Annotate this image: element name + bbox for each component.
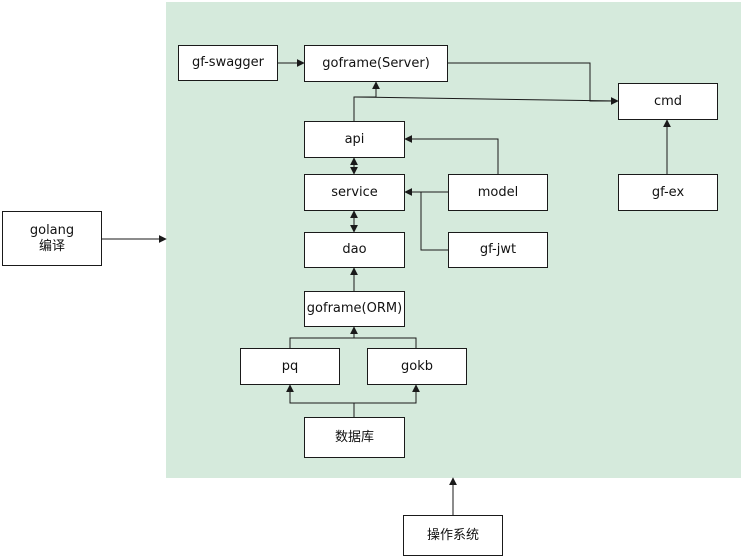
os-label: 操作系统 bbox=[426, 527, 479, 543]
os-box[interactable]: 操作系统 bbox=[403, 515, 503, 556]
gokb-label: gokb bbox=[401, 358, 433, 374]
cmd-box[interactable]: cmd bbox=[618, 83, 718, 120]
api-label: api bbox=[344, 131, 365, 147]
goframe-server-box[interactable]: goframe(Server) bbox=[304, 45, 448, 82]
database-box[interactable]: 数据库 bbox=[304, 417, 405, 458]
golang-label: golang bbox=[29, 222, 75, 238]
goframe-server-label: goframe(Server) bbox=[322, 55, 430, 71]
line-drivers-to-orm bbox=[289, 337, 417, 348]
pq-box[interactable]: pq bbox=[240, 348, 340, 385]
gf-jwt-box[interactable]: gf-jwt bbox=[448, 232, 548, 268]
line-server-to-cmd bbox=[448, 62, 619, 105]
line-api-branch-to-cmd bbox=[353, 96, 619, 102]
line-api-to-server bbox=[353, 81, 380, 121]
model-box[interactable]: model bbox=[448, 174, 548, 211]
service-label: service bbox=[331, 184, 378, 200]
dao-label: dao bbox=[342, 242, 367, 257]
gf-ex-label: gf-ex bbox=[651, 184, 685, 200]
gf-swagger-label: gf-swagger bbox=[191, 55, 265, 70]
database-label: 数据库 bbox=[334, 429, 374, 445]
line-database-to-drivers bbox=[289, 385, 417, 404]
service-box[interactable]: service bbox=[304, 174, 405, 211]
api-box[interactable]: api bbox=[304, 121, 405, 158]
goframe-orm-label: goframe(ORM) bbox=[306, 301, 403, 316]
golang-compile-box[interactable]: golang 编译 bbox=[2, 211, 102, 266]
compile-label: 编译 bbox=[38, 238, 65, 254]
dao-box[interactable]: dao bbox=[304, 232, 405, 268]
model-label: model bbox=[477, 184, 519, 200]
gokb-box[interactable]: gokb bbox=[367, 348, 467, 385]
gf-ex-box[interactable]: gf-ex bbox=[618, 174, 718, 211]
goframe-orm-box[interactable]: goframe(ORM) bbox=[304, 291, 405, 327]
line-gfjwt-to-service bbox=[420, 192, 448, 251]
line-model-to-api bbox=[404, 135, 499, 174]
pq-label: pq bbox=[281, 358, 299, 374]
gf-swagger-box[interactable]: gf-swagger bbox=[178, 45, 278, 81]
cmd-label: cmd bbox=[653, 93, 683, 109]
gf-jwt-label: gf-jwt bbox=[479, 242, 517, 257]
